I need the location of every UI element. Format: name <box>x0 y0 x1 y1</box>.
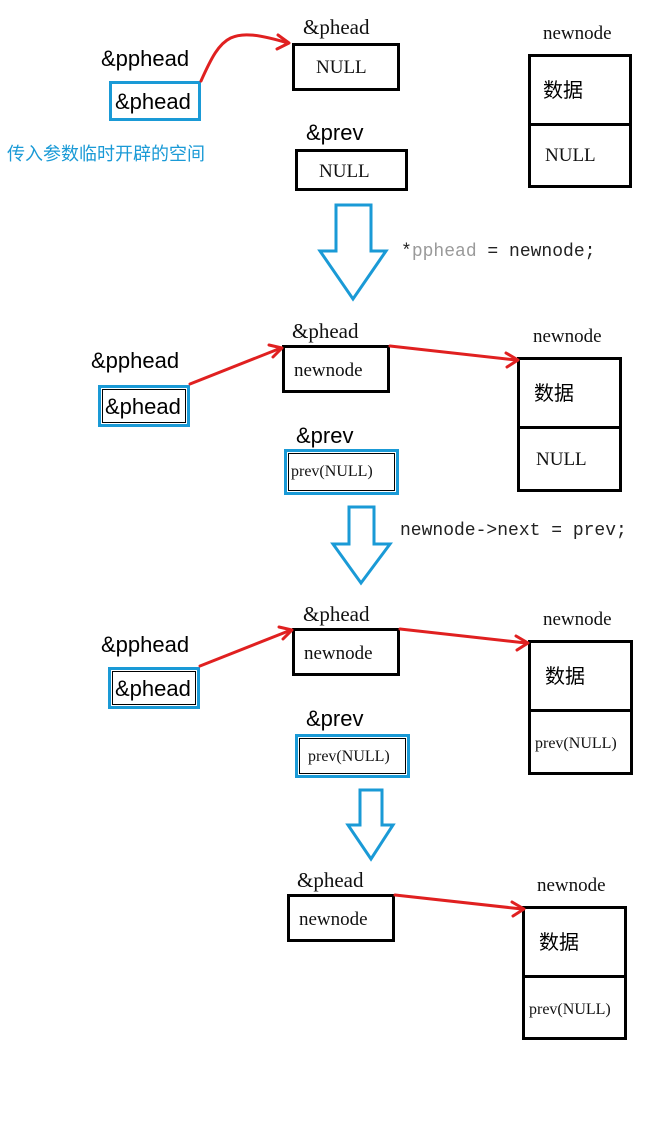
temp-space-note: 传入参数临时开辟的空间 <box>7 144 205 164</box>
prev-box: prev(NULL) <box>295 734 410 778</box>
phead-box: NULL <box>292 43 400 91</box>
phead-label: &phead <box>303 15 370 39</box>
pphead-value: &phead <box>115 676 191 701</box>
node-data: 数据 <box>545 666 585 688</box>
phead-label: &phead <box>292 319 359 343</box>
node-data: 数据 <box>534 383 574 405</box>
newnode-label: newnode <box>543 23 612 44</box>
phead-value: NULL <box>316 57 367 78</box>
pointer-arrow <box>277 625 294 641</box>
step-arrow-down-icon <box>317 203 389 302</box>
node-divider <box>531 123 629 126</box>
phead-box: newnode <box>287 894 395 942</box>
phead-value: newnode <box>294 360 363 381</box>
pointer-arrow <box>275 33 291 51</box>
prev-value: NULL <box>319 161 370 182</box>
prev-label: &prev <box>306 120 364 145</box>
node-next: prev(NULL) <box>535 735 617 752</box>
phead-label: &phead <box>297 868 364 892</box>
pphead-label: &pphead <box>91 348 180 373</box>
prev-label: &prev <box>296 423 354 448</box>
newnode-label: newnode <box>537 875 606 896</box>
node-divider <box>531 709 630 712</box>
newnode-box: 数据 prev(NULL) <box>522 906 627 1040</box>
step-arrow-down-icon <box>345 788 396 862</box>
node-next: NULL <box>536 449 587 470</box>
pointer-arrow <box>267 343 284 359</box>
newnode-box: 数据 prev(NULL) <box>528 640 633 775</box>
pointer-arrow <box>198 628 293 668</box>
prev-value: prev(NULL) <box>308 748 390 765</box>
newnode-box: 数据 NULL <box>528 54 632 188</box>
newnode-label: newnode <box>543 609 612 630</box>
node-next: prev(NULL) <box>529 1001 611 1018</box>
newnode-box: 数据 NULL <box>517 357 622 492</box>
pphead-box: &phead <box>108 667 200 709</box>
code-step-1: *pphead = newnode; <box>401 242 596 262</box>
pointer-arrow <box>398 627 528 645</box>
pphead-value: &phead <box>115 89 191 114</box>
pointer-arrow <box>514 634 530 652</box>
newnode-label: newnode <box>533 326 602 347</box>
phead-box: newnode <box>292 628 400 676</box>
node-next: NULL <box>545 145 596 166</box>
pointer-arrow <box>393 893 524 911</box>
phead-label: &phead <box>303 602 370 626</box>
pointer-arrow <box>388 344 518 362</box>
step-arrow-down-icon <box>330 505 393 586</box>
pphead-box: &phead <box>98 385 190 427</box>
node-divider <box>520 426 619 429</box>
code-step-2: newnode->next = prev; <box>400 521 627 541</box>
phead-box: newnode <box>282 345 390 393</box>
prev-value: prev(NULL) <box>291 463 373 480</box>
node-divider <box>525 975 624 978</box>
phead-value: newnode <box>304 643 373 664</box>
node-data: 数据 <box>539 932 579 954</box>
pointer-arrow <box>188 346 283 386</box>
phead-value: newnode <box>299 909 368 930</box>
prev-box: prev(NULL) <box>284 449 399 495</box>
pphead-box: &phead <box>109 81 201 121</box>
pphead-value: &phead <box>105 394 181 419</box>
pphead-label: &pphead <box>101 46 190 71</box>
prev-label: &prev <box>306 706 364 731</box>
pointer-arrow <box>199 33 290 83</box>
node-data: 数据 <box>543 80 583 102</box>
pphead-label: &pphead <box>101 632 190 657</box>
prev-box: NULL <box>295 149 408 191</box>
